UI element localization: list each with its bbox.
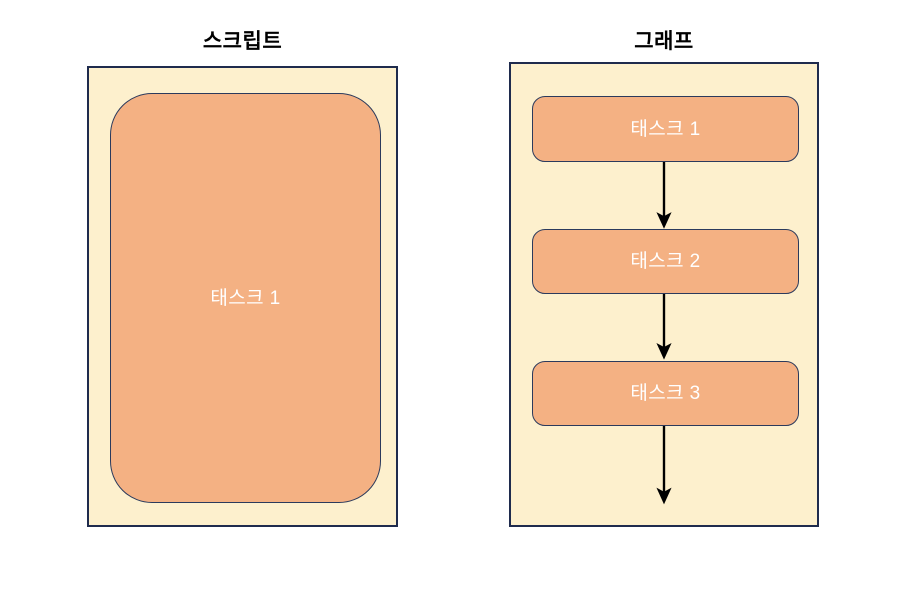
graph-task-node-label: 태스크 3 <box>630 383 701 404</box>
graph-panel: 태스크 1 태스크 2 태스크 3 <box>509 62 819 527</box>
script-task-node[interactable]: 태스크 1 <box>110 93 381 503</box>
graph-task-node-label: 태스크 2 <box>630 251 701 272</box>
graph-task-node[interactable]: 태스크 3 <box>532 361 799 426</box>
graph-task-node[interactable]: 태스크 2 <box>532 229 799 294</box>
script-panel-title: 스크립트 <box>202 30 283 53</box>
script-panel: 태스크 1 <box>87 66 398 527</box>
script-task-node-label: 태스크 1 <box>210 287 281 309</box>
graph-panel-title: 그래프 <box>634 30 694 53</box>
graph-task-node-label: 태스크 1 <box>630 118 701 140</box>
graph-task-node[interactable]: 태스크 1 <box>532 96 799 162</box>
